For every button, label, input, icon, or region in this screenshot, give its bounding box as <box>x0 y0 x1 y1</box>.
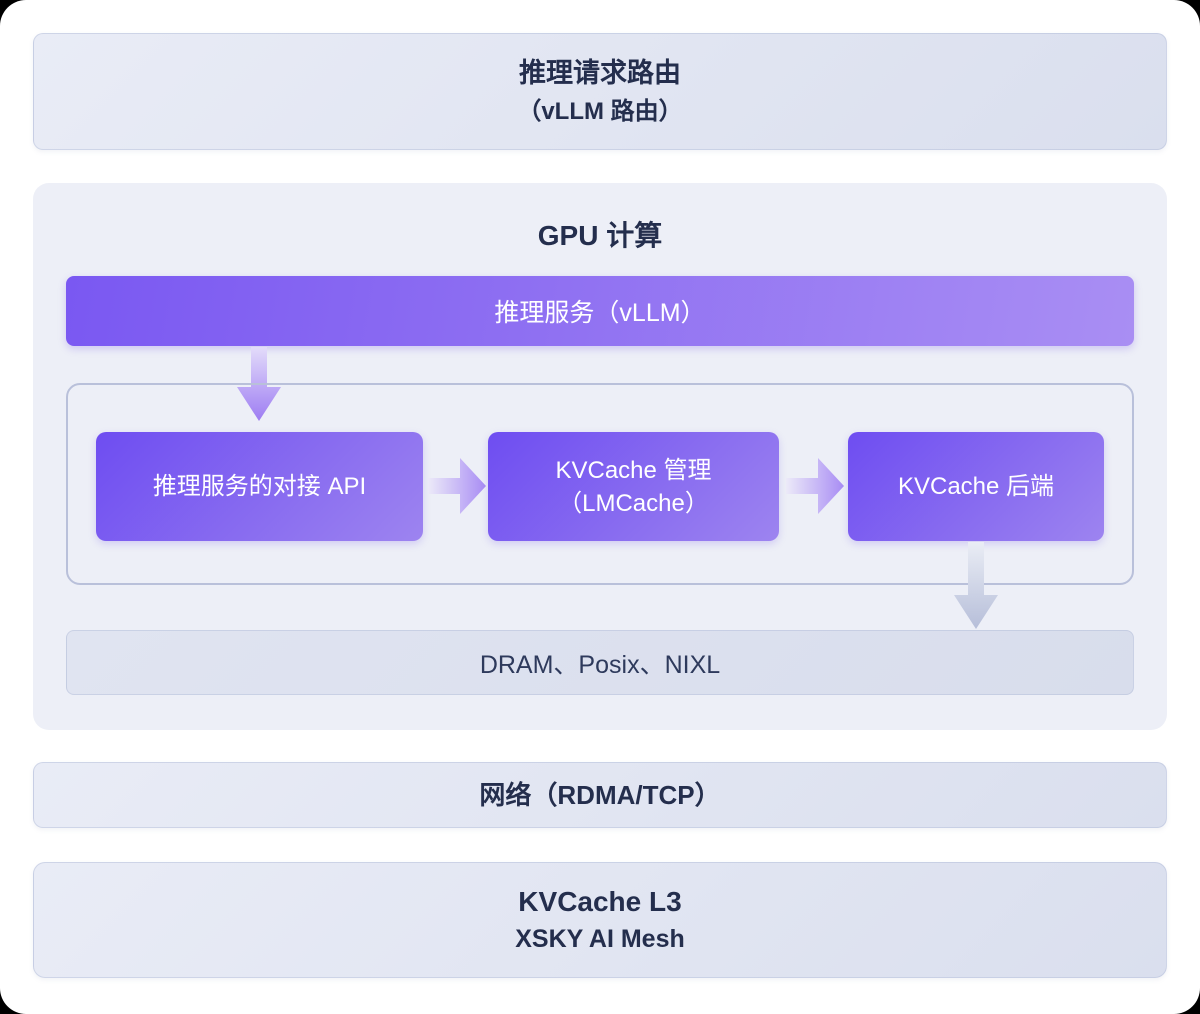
kvcache-l3-layer: KVCache L3 XSKY AI Mesh <box>33 862 1167 978</box>
pipeline-box-api: 推理服务的对接 API <box>96 432 423 541</box>
pipeline-box-kvcache-backend: KVCache 后端 <box>848 432 1104 541</box>
inference-service-bar: 推理服务（vLLM） <box>66 276 1134 346</box>
router-title: 推理请求路由 <box>519 57 681 88</box>
pipeline-frame <box>66 383 1134 585</box>
gpu-panel-title: GPU 计算 <box>537 220 663 251</box>
pipeline-box-api-label: 推理服务的对接 API <box>152 473 367 500</box>
router-subtitle: （vLLM 路由） <box>517 97 683 125</box>
kvcache-l3-title: KVCache L3 <box>518 886 682 917</box>
pipeline-box-kvcache-backend-label: KVCache 后端 <box>897 473 1055 500</box>
network-layer-title: 网络（RDMA/TCP） <box>479 780 721 810</box>
pipeline-box-kvcache-manager-label: KVCache 管理 <box>555 456 712 484</box>
pipeline-box-kvcache-manager-sublabel: （LMCache） <box>558 489 709 517</box>
storage-backends-label: DRAM、Posix、NIXL <box>479 650 721 679</box>
kvcache-l3-subtitle: XSKY AI Mesh <box>515 925 685 953</box>
storage-backends-bar: DRAM、Posix、NIXL <box>66 630 1134 695</box>
router-layer: 推理请求路由 （vLLM 路由） <box>33 33 1167 150</box>
inference-service-label: 推理服务（vLLM） <box>494 299 706 327</box>
pipeline-box-kvcache-manager: KVCache 管理 （LMCache） <box>488 432 779 541</box>
network-layer: 网络（RDMA/TCP） <box>33 762 1167 828</box>
